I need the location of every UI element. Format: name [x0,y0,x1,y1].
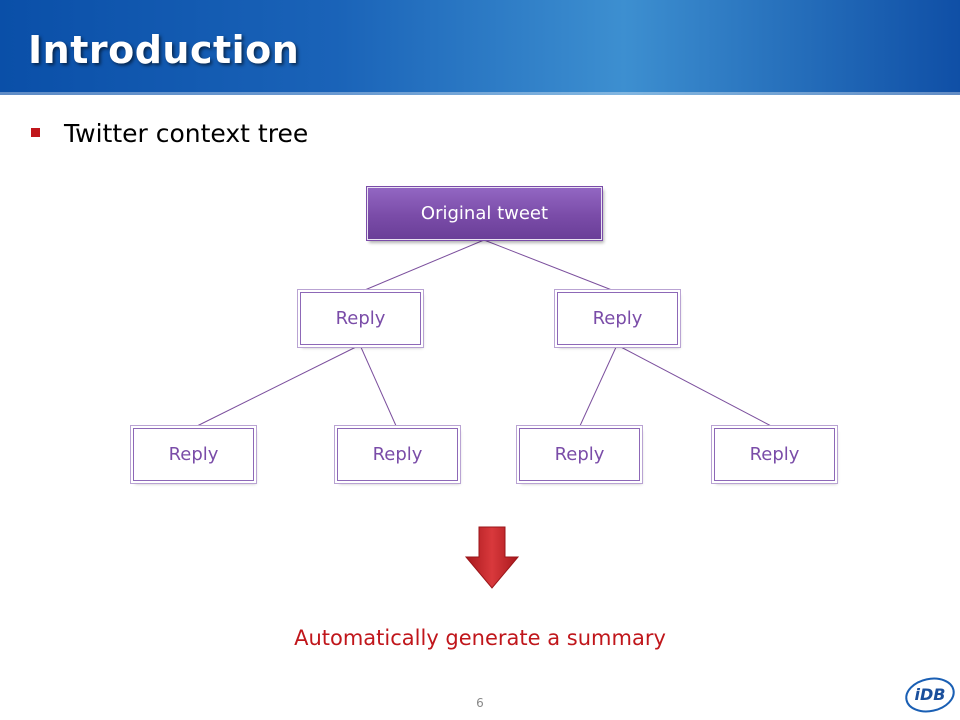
node-reply-leaf-2: Reply [337,428,458,481]
summary-caption: Automatically generate a summary [294,626,666,650]
connector-left-leaf-2 [359,344,398,429]
idb-logo-icon: iDB [905,677,955,713]
bullet-square-icon [31,128,40,137]
connector-root-reply-right [483,239,618,293]
node-reply-leaf-1: Reply [133,428,254,481]
down-arrow-icon [464,526,520,589]
bullet-text: Twitter context tree [64,119,309,148]
logo-text: iDB [915,685,946,704]
connector-right-leaf-3 [578,344,618,429]
slide-title: Introduction [28,28,300,72]
connector-root-reply-left [359,239,485,293]
slide-header: Introduction [0,0,960,95]
node-reply-leaf-4: Reply [714,428,835,481]
node-reply-leaf-3: Reply [519,428,640,481]
page-number: 6 [476,696,484,710]
node-original-tweet: Original tweet [367,187,602,240]
connector-left-leaf-1 [192,344,361,429]
connector-right-leaf-4 [616,344,776,429]
node-reply-level1-left: Reply [300,292,421,345]
node-reply-level1-right: Reply [557,292,678,345]
